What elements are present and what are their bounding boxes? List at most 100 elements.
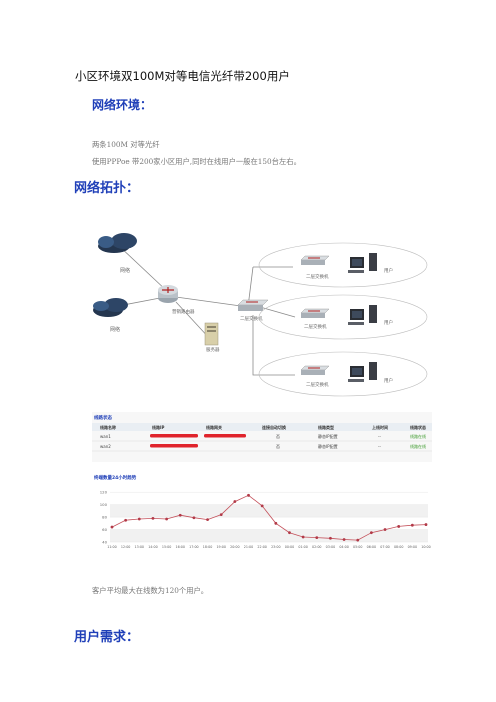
pc-3-label: 用户	[384, 377, 393, 384]
section-user-needs: 用户需求：	[74, 630, 140, 645]
computer-icon	[348, 253, 377, 273]
x-tick-label: 18:00	[203, 545, 213, 549]
y-tick-label: 60	[102, 527, 107, 532]
x-tick-label: 23:00	[271, 545, 281, 549]
series-line	[111, 494, 427, 541]
computer-icon	[348, 362, 377, 382]
cloud-icon	[93, 298, 128, 317]
data-point	[369, 531, 373, 535]
table-cell: --	[378, 444, 381, 449]
data-point	[165, 517, 169, 521]
line-status-table: 线路状态 线路名称 线路IP 线路网关 连接自动切换 线路类型 上线时间 线路状态 wan1…	[92, 412, 432, 462]
server-label: 服务器	[206, 346, 220, 353]
data-point	[151, 516, 155, 520]
table-column-header: 线路网关	[206, 424, 222, 430]
y-tick-label: 100	[100, 502, 108, 507]
table-cell: --	[378, 434, 381, 439]
switch-icon	[300, 365, 330, 375]
x-tick-label: 03:00	[326, 545, 336, 549]
table-column-header: 线路状态	[410, 424, 426, 430]
y-tick-label: 80	[102, 514, 107, 519]
x-tick-label: 14:00	[148, 545, 158, 549]
segment-group-2: 二层交换机 用户	[258, 294, 428, 340]
table-header: 线路状态	[94, 414, 112, 421]
x-tick-label: 01:00	[298, 545, 308, 549]
y-tick-label: 40	[102, 539, 107, 544]
topology-diagram: 网络 网络 营销路由器 服务器 二层交换机	[93, 233, 428, 397]
x-tick-label: 19:00	[216, 545, 226, 549]
data-point	[219, 513, 223, 517]
x-tick-label: 20:00	[230, 545, 240, 549]
x-tick-label: 11:00	[107, 545, 117, 549]
y-tick-label: 120	[100, 490, 108, 495]
x-tick-label: 05:00	[353, 545, 363, 549]
cloud-icon	[98, 233, 137, 253]
redacted-ip	[150, 444, 198, 448]
segment-group-3: 二层交换机 用户	[258, 351, 428, 397]
data-point	[397, 525, 401, 528]
x-tick-label: 15:00	[162, 545, 172, 549]
data-point	[301, 535, 305, 539]
switch-icon	[300, 255, 330, 265]
section-topology: 网络拓扑：	[74, 181, 140, 196]
segment-group-1: 二层交换机 用户	[258, 242, 428, 288]
table-cell: 静态IP配置	[318, 433, 338, 439]
switch-2-label: 二层交换机	[304, 323, 327, 330]
table-cell: 否	[276, 434, 280, 439]
switch-icon	[300, 308, 330, 318]
data-point	[356, 538, 360, 542]
redacted-ip	[150, 434, 198, 438]
data-point	[206, 518, 209, 521]
data-point	[342, 538, 346, 541]
switch-1-label: 二层交换机	[306, 273, 329, 280]
data-point	[315, 536, 319, 540]
table-cell: 否	[276, 444, 280, 449]
table-column-header: 线路名称	[100, 424, 116, 430]
x-tick-label: 13:00	[135, 545, 145, 549]
router-icon	[158, 285, 178, 303]
router-label: 营销路由器	[172, 308, 195, 315]
x-tick-label: 21:00	[244, 545, 254, 549]
redacted-gateway	[204, 434, 246, 438]
x-tick-label: 08:00	[394, 545, 404, 549]
cloud-2-label: 网络	[110, 326, 120, 333]
table-column-header: 线路类型	[318, 424, 334, 430]
data-point	[410, 523, 414, 527]
chart-title: 终端数量24小时趋势	[93, 474, 137, 481]
table-column-header: 线路IP	[152, 424, 164, 430]
table-column-header: 连接自动切换	[262, 424, 287, 430]
table-cell: wan2	[100, 444, 111, 449]
status-badge: 线路在线	[410, 443, 426, 449]
data-point	[110, 525, 114, 529]
section-network-env: 网络环境：	[92, 98, 153, 112]
data-point	[424, 523, 428, 526]
x-tick-label: 07:00	[380, 545, 390, 549]
data-point	[233, 500, 237, 503]
table-column-header: 上线时间	[372, 424, 388, 430]
x-tick-label: 04:00	[339, 545, 349, 549]
env-line-1: 两条100M 对等光纤	[92, 140, 160, 149]
pc-1-label: 用户	[384, 267, 393, 274]
switch-3-label: 二层交换机	[306, 381, 329, 388]
data-point	[329, 536, 332, 540]
data-point	[178, 513, 182, 517]
x-tick-label: 02:00	[312, 545, 322, 549]
x-tick-label: 06:00	[367, 545, 377, 549]
table-cell: wan1	[100, 434, 111, 439]
doc-title: 小区环境双100M对等电信光纤带200用户	[75, 69, 290, 83]
data-point	[383, 528, 387, 531]
status-badge: 线路在线	[410, 433, 426, 439]
x-tick-label: 09:00	[408, 545, 418, 549]
computer-icon	[348, 305, 377, 325]
caption-avg-online: 客户平均最大在线数为120个用户。	[92, 586, 209, 595]
data-point	[288, 531, 291, 535]
data-point	[247, 493, 250, 497]
switch-icon	[237, 299, 269, 311]
x-tick-label: 22:00	[257, 545, 267, 549]
pc-2-label: 用户	[384, 319, 393, 326]
core-switch-label: 二层交换机	[240, 315, 263, 322]
data-point	[192, 516, 196, 520]
data-point	[260, 504, 264, 508]
x-tick-label: 16:00	[176, 545, 186, 549]
